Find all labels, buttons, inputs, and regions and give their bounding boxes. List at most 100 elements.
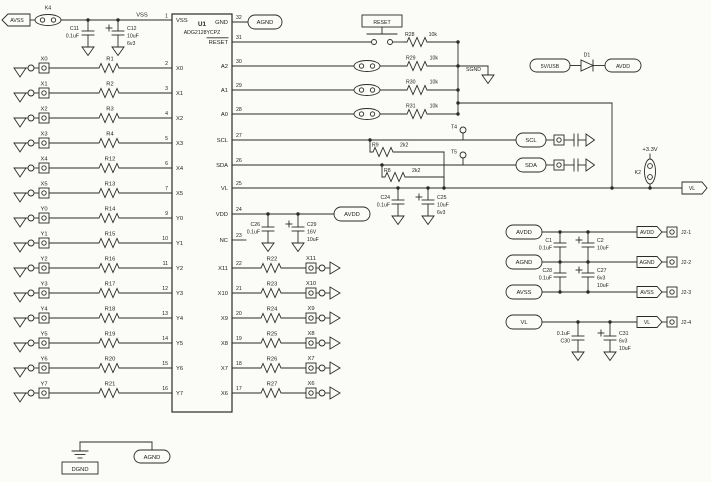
left-io-row: X2 R3 4 X2 bbox=[13, 107, 183, 128]
pin-name: VL bbox=[221, 186, 229, 192]
resistor-label: R23 bbox=[267, 282, 278, 288]
left-io-row: Y2 R16 11 Y2 bbox=[13, 257, 183, 278]
connector-label: Y6 bbox=[40, 357, 47, 363]
connector-label: X3 bbox=[40, 132, 47, 138]
pin-number: 1 bbox=[165, 14, 168, 20]
resistor-icon bbox=[95, 88, 125, 98]
vss-supply-section: AVSS K4 VSS C11 0.1uF C12 10uF 6v3 1 VSS bbox=[1, 6, 188, 56]
resistor-label: R15 bbox=[105, 232, 116, 238]
left-io-row: Y6 R20 15 Y6 bbox=[13, 357, 183, 378]
net-arrow-icon bbox=[636, 316, 663, 328]
signal-arrow-icon bbox=[329, 286, 341, 300]
power-net-row: AGND AGND J2-2 bbox=[505, 254, 691, 270]
connector-shield-icon bbox=[318, 289, 326, 297]
net-arrow-icon bbox=[636, 286, 663, 298]
resistor-label: R1 bbox=[106, 57, 113, 63]
usb-label: 5V/USB bbox=[541, 64, 560, 70]
resistor-icon bbox=[403, 85, 433, 95]
right-io-row: X6 17 R27 X6 bbox=[221, 381, 341, 400]
net-label: AVSS bbox=[516, 290, 531, 296]
pin-number: 18 bbox=[236, 361, 242, 367]
vl-flag-icon bbox=[681, 181, 708, 195]
connector-pin-icon bbox=[41, 165, 47, 171]
avdd-flag-icon bbox=[333, 206, 371, 222]
connector-shield-icon bbox=[27, 114, 35, 122]
connector-pin-icon bbox=[308, 315, 314, 321]
resistor-label: R25 bbox=[267, 332, 278, 338]
vss-net-label: VSS bbox=[136, 13, 148, 19]
power-net-row: VL VL J2-4 bbox=[505, 314, 691, 330]
pin-name: X0 bbox=[176, 66, 183, 72]
scl-label: SCL bbox=[525, 138, 537, 144]
connector-label: X1 bbox=[40, 82, 47, 88]
resistor-label: R12 bbox=[105, 157, 116, 163]
pin-number: 26 bbox=[236, 158, 242, 164]
pin-name: VDD bbox=[216, 212, 228, 218]
connector-pin-icon bbox=[669, 319, 675, 325]
resistor-label: R4 bbox=[106, 132, 114, 138]
ground-icon bbox=[585, 133, 595, 147]
ground-icon bbox=[585, 158, 595, 172]
connector-pin-icon bbox=[669, 289, 675, 295]
pin-number: 16 bbox=[162, 386, 168, 392]
right-io-row: X8 19 R25 X8 bbox=[221, 331, 341, 350]
k4-label: K4 bbox=[45, 6, 51, 12]
jumper-icon bbox=[353, 84, 381, 96]
resistor-icon bbox=[95, 313, 125, 323]
resistor-label: R8 bbox=[384, 168, 391, 174]
left-io-row: X0 R1 2 X0 bbox=[13, 57, 183, 78]
connector-shield-icon bbox=[27, 189, 35, 197]
signal-arrow-icon bbox=[329, 361, 341, 375]
avdd-label: AVDD bbox=[344, 212, 360, 218]
right-io-row: X9 20 R24 X9 bbox=[221, 306, 341, 325]
resistor-icon bbox=[403, 37, 433, 47]
switch-terminal-icon bbox=[387, 39, 393, 45]
cap-refdes: C11 bbox=[70, 26, 79, 32]
reset-button-box[interactable] bbox=[361, 14, 403, 28]
resistor-label: R13 bbox=[105, 182, 116, 188]
ground-arrow-icon bbox=[13, 192, 27, 203]
ic-u1: U1 ADG2128YCPZ bbox=[171, 13, 233, 413]
connector-pin-icon bbox=[308, 390, 314, 396]
resistor-label: R22 bbox=[267, 257, 278, 263]
connector-label: Y0 bbox=[40, 207, 47, 213]
cap-refdes: C26 bbox=[250, 222, 260, 228]
resistor-icon bbox=[95, 338, 125, 348]
ic-part-number: ADG2128YCPZ bbox=[184, 30, 221, 36]
connector-pin-icon bbox=[308, 365, 314, 371]
pin-name: X8 bbox=[221, 341, 228, 347]
resistor-label: R18 bbox=[105, 307, 116, 313]
connector-shield-icon bbox=[318, 389, 326, 397]
pin-name: X10 bbox=[218, 291, 228, 297]
reset-section: RESET 31 RESET R28 10k bbox=[206, 14, 460, 47]
pin-number: 3 bbox=[165, 86, 168, 92]
jumper-pin-icon bbox=[369, 87, 376, 93]
diode-label: D1 bbox=[584, 53, 591, 59]
resistor-icon bbox=[403, 109, 433, 119]
connector-label: X8 bbox=[307, 331, 314, 337]
connector-pin-icon bbox=[41, 265, 47, 271]
pin-number: 25 bbox=[236, 181, 242, 187]
vl-label: VL bbox=[689, 186, 695, 192]
net-arrow-icon bbox=[636, 226, 663, 238]
connector-label: Y4 bbox=[40, 307, 48, 313]
pin-name: X6 bbox=[221, 391, 228, 397]
testpoint-label: T5 bbox=[451, 150, 457, 156]
diode-icon bbox=[580, 59, 595, 72]
pin-name: VSS bbox=[176, 18, 188, 24]
resistor-label: R24 bbox=[267, 307, 278, 313]
resistor-icon bbox=[369, 147, 399, 157]
pin-name: X7 bbox=[221, 366, 228, 372]
cap-value: 10uF bbox=[307, 237, 319, 243]
ground-arrow-icon bbox=[13, 267, 27, 278]
connector-pin-icon bbox=[41, 390, 47, 396]
connector-shield-icon bbox=[27, 64, 35, 72]
connector-pin-icon bbox=[308, 290, 314, 296]
net-arrow-icon bbox=[636, 256, 663, 268]
connector-label: Y2 bbox=[40, 257, 47, 263]
resistor-label: R31 bbox=[406, 104, 416, 110]
resistor-icon bbox=[95, 63, 125, 73]
pin-name: X2 bbox=[176, 116, 183, 122]
ground-arrow-icon bbox=[13, 242, 27, 253]
